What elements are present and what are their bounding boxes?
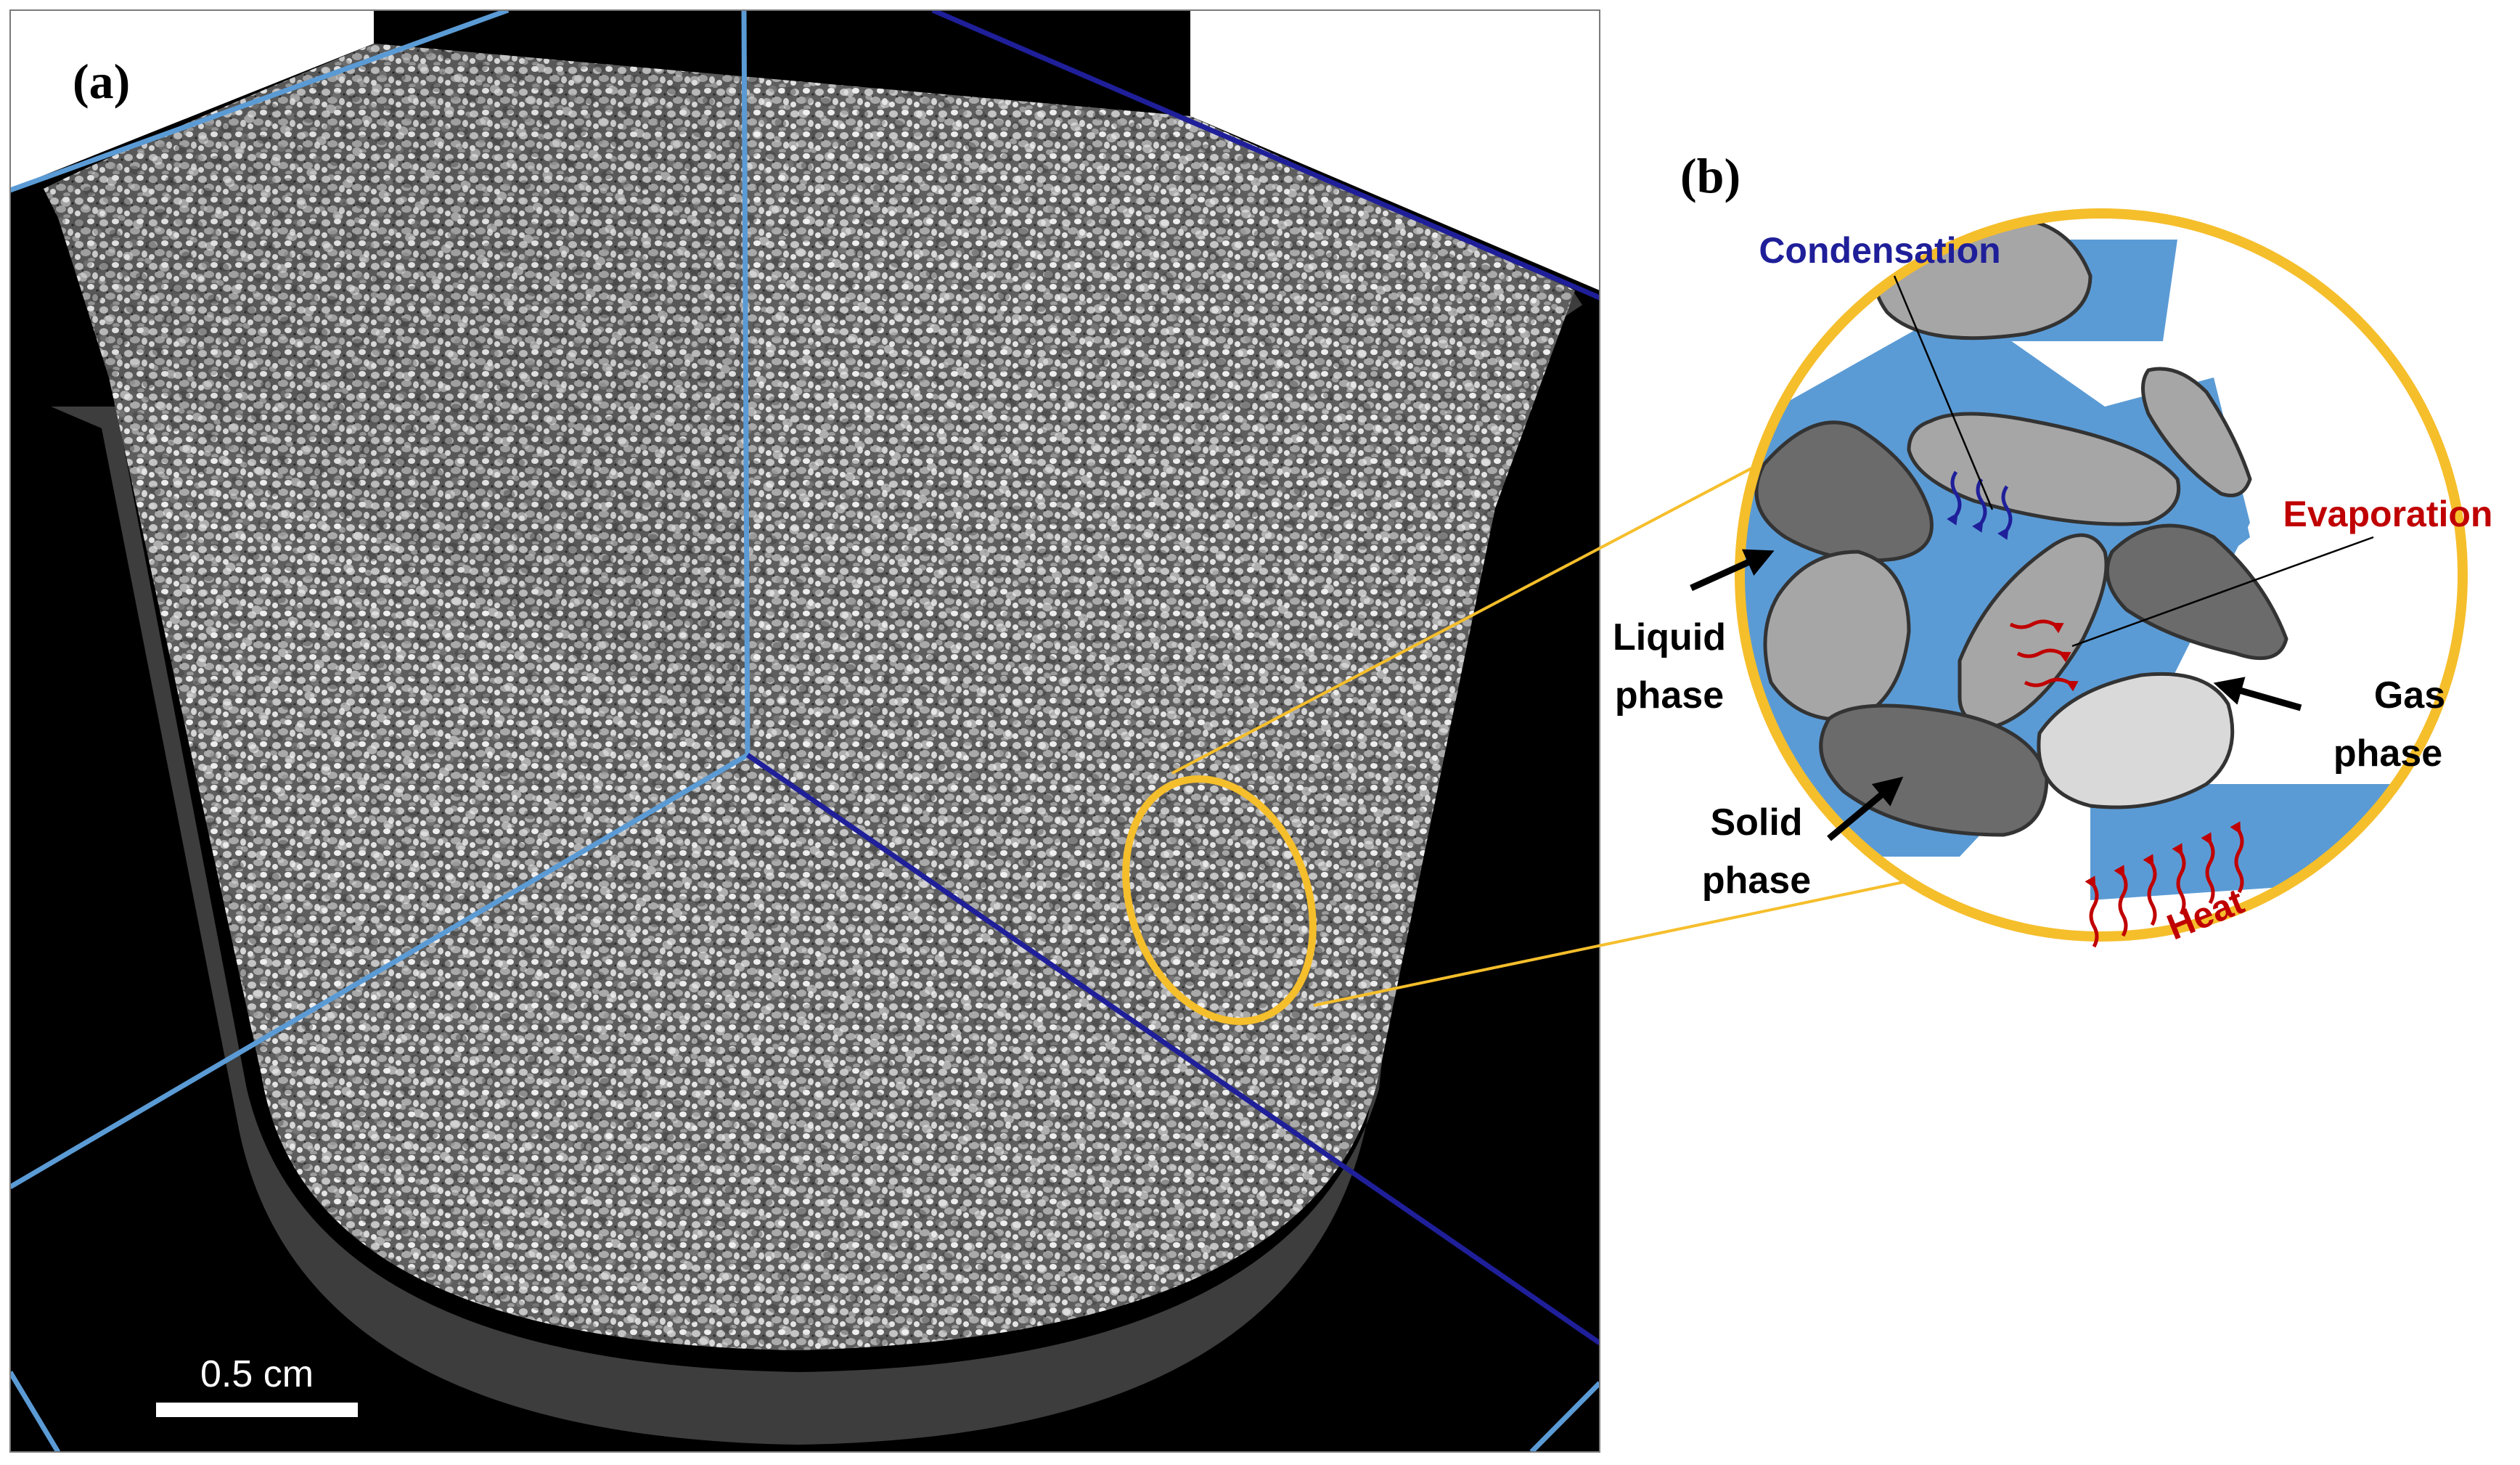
arrow-icon <box>1690 549 1775 592</box>
plane-line-top-left <box>10 10 510 193</box>
wavy-arrow-down-icon <box>1947 470 1962 526</box>
plane-line-bottom-right <box>746 753 1600 1345</box>
granular-bed-texture <box>44 44 1575 1350</box>
wavy-arrow-up-icon <box>2114 865 2128 937</box>
white-corner-top-left <box>10 10 374 189</box>
zoom-circle-border <box>1735 208 2468 942</box>
solid-phase-label-line2: phase <box>1702 860 1811 902</box>
panel-b-label: (b) <box>1680 148 1740 203</box>
cut-plane-lines <box>10 10 1600 1452</box>
pore-scale-schematic <box>1735 208 2468 942</box>
wavy-arrow-up-icon <box>2143 854 2157 926</box>
wavy-arrow-right-icon <box>2009 619 2064 634</box>
arrow-icon <box>1827 776 1904 841</box>
wavy-arrow-up-icon <box>2230 821 2244 894</box>
condensation-leader <box>1893 275 1994 510</box>
plane-line-vertical <box>741 10 750 756</box>
panel-a-frame <box>9 9 1600 1453</box>
grain-left-light <box>1763 550 1911 722</box>
wavy-arrow-right-icon <box>2016 648 2071 663</box>
plane-line-corner-bl <box>10 1371 61 1452</box>
grain-bottom-light <box>2037 672 2235 809</box>
solid-phase-label-line1: Solid <box>1710 801 1802 844</box>
evaporation-leader <box>2071 536 2374 648</box>
back-wall-shade <box>44 15 748 755</box>
scale-bar <box>156 1403 358 1417</box>
plane-line-top-right <box>931 10 1600 301</box>
wavy-arrow-right-icon <box>2024 677 2079 692</box>
panel-a <box>10 10 1600 1452</box>
gas-phase-label-line1: Gas <box>2374 674 2445 717</box>
evaporation-label: Evaporation <box>2283 494 2493 534</box>
wavy-arrow-up-icon <box>2085 876 2099 948</box>
scale-bar-label: 0.5 cm <box>200 1353 314 1395</box>
highlight-ellipse <box>1122 775 1317 1025</box>
liquid-phase-label-line1: Liquid <box>1613 616 1726 658</box>
condensation-arrows <box>1947 470 2013 540</box>
grain-elongated-center <box>1907 412 2181 526</box>
grain-left-dark <box>1754 420 1934 563</box>
grain-top-right <box>2141 367 2252 497</box>
wavy-arrow-up-icon <box>2201 832 2215 905</box>
gas-phase-label-line2: phase <box>2333 732 2442 775</box>
grain-right-dark <box>2105 523 2288 661</box>
liquid-phase-label-line2: phase <box>1615 674 1724 717</box>
wavy-arrow-down-icon <box>1972 478 1987 533</box>
arrow-icon <box>2213 677 2302 711</box>
wavy-arrow-down-icon <box>1997 485 2013 540</box>
evaporation-arrows <box>2009 619 2079 692</box>
condensation-label: Condensation <box>1759 230 2000 271</box>
plane-line-corner-br <box>1529 1381 1600 1452</box>
heat-arrows <box>2085 821 2244 948</box>
plane-line-bottom-left <box>10 752 749 1190</box>
wavy-arrow-up-icon <box>2172 843 2186 915</box>
panel-a-label: (a) <box>73 54 130 109</box>
white-corner-top-right <box>1190 10 1600 290</box>
